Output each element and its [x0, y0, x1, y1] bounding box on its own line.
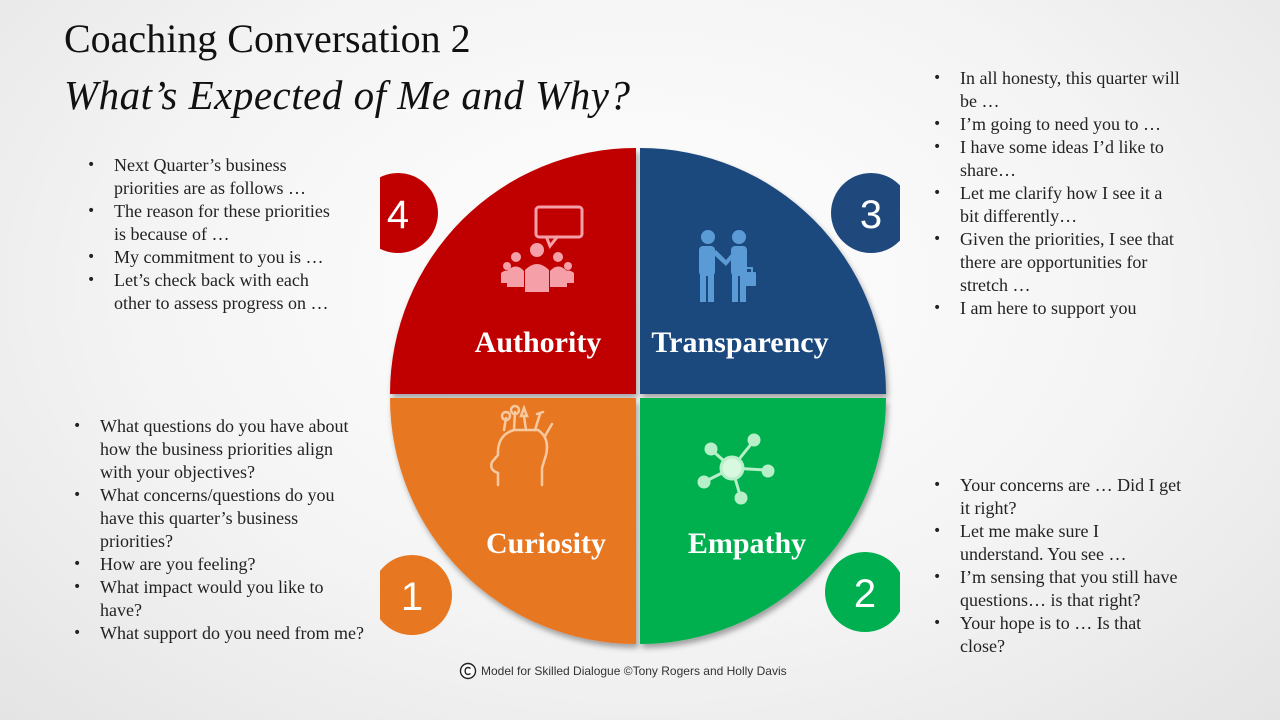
- bullet-item: I’m going to need you to …: [930, 113, 1180, 136]
- bullet-item: Let me clarify how I see it a bit differ…: [930, 182, 1180, 228]
- bullet-item: What questions do you have about how the…: [70, 415, 366, 484]
- bullet-item: I am here to support you: [930, 297, 1180, 320]
- empathy-number-badge: [825, 552, 900, 632]
- transparency-label: Transparency: [651, 326, 828, 359]
- audience-speech-bubble-icon: [501, 205, 584, 292]
- copyright-logo-icon: [459, 662, 477, 680]
- empathy-label: Empathy: [688, 527, 806, 560]
- handshake-icon: [699, 230, 756, 302]
- bullet-item: Let me make sure I understand. You see …: [930, 520, 1185, 566]
- authority-statements-list: Next Quarter’s business priorities are a…: [84, 154, 344, 315]
- head-ideas-icon: [490, 404, 554, 487]
- curiosity-number: 1: [401, 575, 423, 619]
- bullet-item: I have some ideas I’d like to share…: [930, 136, 1180, 182]
- bullet-item: Your concerns are … Did I get it right?: [930, 474, 1185, 520]
- empathy-quadrant: [640, 398, 886, 644]
- bullet-item: The reason for these priorities is becau…: [84, 200, 344, 246]
- transparency-quadrant: [640, 148, 886, 394]
- bullet-item: What concerns/questions do you have this…: [70, 484, 366, 553]
- slide-subtitle: What’s Expected of Me and Why?: [64, 72, 631, 118]
- bullet-item: What support do you need from me?: [70, 622, 366, 645]
- authority-number-badge: [380, 173, 438, 253]
- authority-label: Authority: [475, 326, 602, 359]
- curiosity-quadrant: [390, 398, 636, 644]
- empathy-number: 2: [854, 572, 876, 616]
- bullet-item: Given the priorities, I see that there a…: [930, 228, 1180, 297]
- bullet-item: Next Quarter’s business priorities are a…: [84, 154, 344, 200]
- bullet-item: How are you feeling?: [70, 553, 366, 576]
- bullet-item: My commitment to you is …: [84, 246, 344, 269]
- transparency-statements-list: In all honesty, this quarter will be …I’…: [930, 67, 1180, 320]
- curiosity-questions-list: What questions do you have about how the…: [70, 415, 366, 645]
- bullet-item: What impact would you like to have?: [70, 576, 366, 622]
- footer-credit: Model for Skilled Dialogue ©Tony Rogers …: [459, 662, 787, 680]
- curiosity-number-badge: [380, 555, 452, 635]
- bullet-item: Let’s check back with each other to asse…: [84, 269, 344, 315]
- footer-text: Model for Skilled Dialogue ©Tony Rogers …: [481, 664, 787, 678]
- bullet-item: I’m sensing that you still have question…: [930, 566, 1185, 612]
- curiosity-label: Curiosity: [486, 527, 606, 560]
- skilled-dialogue-diagram: Authority Transparency Curiosity Empathy: [380, 148, 900, 644]
- authority-number: 4: [387, 193, 409, 237]
- transparency-number: 3: [860, 193, 882, 237]
- network-hub-icon: [697, 433, 775, 505]
- bullet-item: Your hope is to … Is that close?: [930, 612, 1185, 658]
- transparency-number-badge: [831, 173, 900, 253]
- bullet-item: In all honesty, this quarter will be …: [930, 67, 1180, 113]
- empathy-statements-list: Your concerns are … Did I get it right?L…: [930, 474, 1185, 658]
- slide-title: Coaching Conversation 2: [64, 16, 471, 61]
